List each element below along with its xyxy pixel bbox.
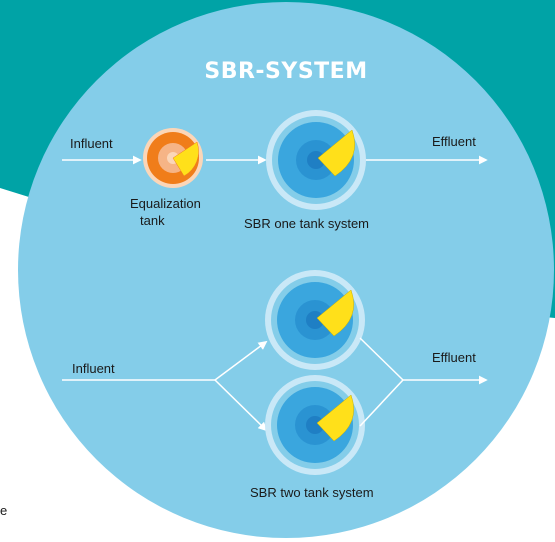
one-tank-influent-label: Influent [70,136,113,151]
sbr-two-tank-upper [265,270,365,370]
sbr-system-circle [18,2,554,538]
equalization-mixer-blade [172,141,199,177]
equalization-tank-label-line2: tank [140,213,165,228]
one-tank-effluent-label: Effluent [432,134,476,149]
sbr-lower-tank-mixer-blade [316,394,354,442]
sbr-lower-tank-center [306,416,324,434]
edge-text-fragment: e [0,503,7,518]
sbr-two-tank-label: SBR two tank system [250,485,374,500]
sbr-one-tank-center [307,151,325,169]
sbr-upper-tank-center [306,311,324,329]
sbr-two-tank-lower [265,375,365,475]
line-upper-tank-to-merge [359,337,404,381]
arrow-to-lower-tank [214,379,268,432]
sbr-one-tank-label: SBR one tank system [244,216,369,231]
two-tank-effluent-label: Effluent [432,350,476,365]
two-tank-influent-label: Influent [72,361,115,376]
equalization-tank-label-line1: Equalization [130,196,201,211]
sbr-upper-tank-mixer-blade [316,289,354,337]
sbr-one-tank-mixer-blade [317,129,355,177]
equalization-tank [143,128,203,188]
sbr-one-tank [266,110,366,210]
line-lower-tank-to-merge [359,379,404,427]
arrow-to-upper-tank [214,340,268,381]
diagram-title: SBR-SYSTEM [204,59,367,84]
